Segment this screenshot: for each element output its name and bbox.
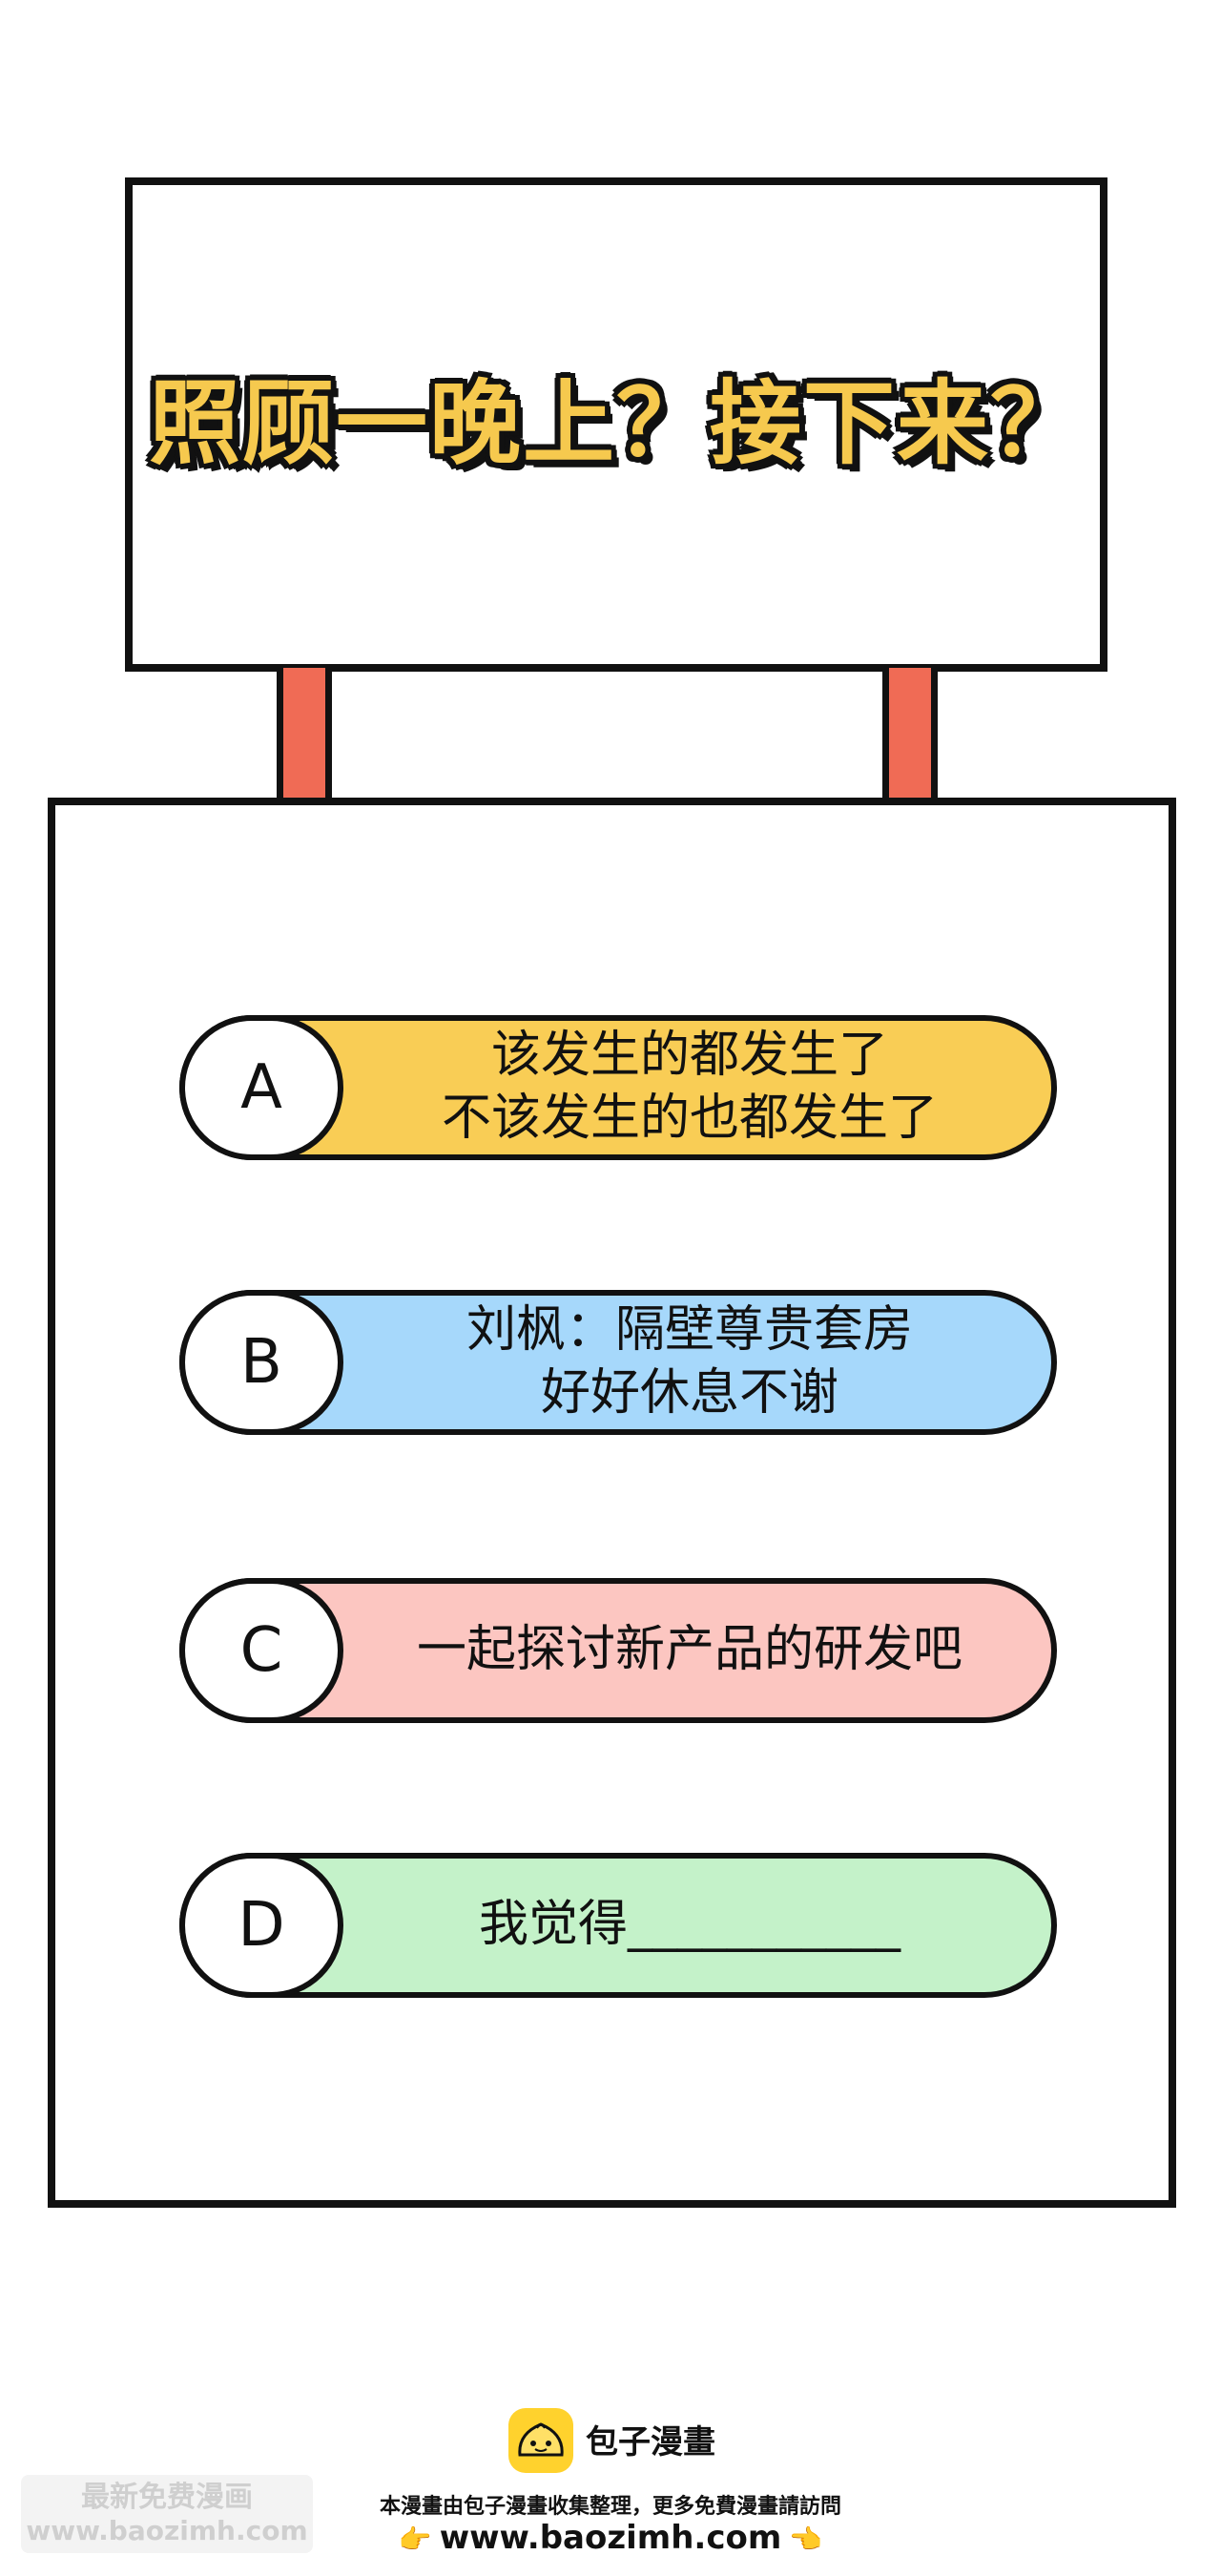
sign-post-left xyxy=(277,668,332,803)
footer-url[interactable]: www.baozimh.com xyxy=(439,2519,782,2557)
option-b-line-2: 好好休息不谢 xyxy=(540,1364,838,1422)
option-c-text: 一起探讨新产品的研发吧 xyxy=(366,1584,1013,1717)
question-panel: A 该发生的都发生了 不该发生的也都发生了 B 刘枫：隔壁尊贵套房 好好休息不谢… xyxy=(48,798,1176,2208)
pointing-right-hand-icon: 👉 xyxy=(398,2524,432,2555)
option-d-line-1: 我觉得___________ xyxy=(478,1896,900,1954)
option-b[interactable]: B 刘枫：隔壁尊贵套房 好好休息不谢 xyxy=(179,1290,1057,1435)
sign-post-right xyxy=(882,668,938,803)
sign-title: 照顾一晚上？接下来？ xyxy=(149,369,1084,477)
footer-url-row[interactable]: 👉www.baozimh.com👈 xyxy=(0,2519,1221,2557)
footer-brand: 包子漫畫 xyxy=(586,2423,715,2462)
footer-notice: 本漫畫由包子漫畫收集整理，更多免費漫畫請訪問 xyxy=(379,2495,841,2519)
option-c-letter: C xyxy=(179,1578,343,1723)
option-a-line-1: 该发生的都发生了 xyxy=(490,1027,888,1085)
option-c[interactable]: C 一起探讨新产品的研发吧 xyxy=(179,1578,1057,1723)
bun-logo-icon xyxy=(508,2408,573,2473)
option-a-line-2: 不该发生的也都发生了 xyxy=(441,1090,938,1147)
pointing-left-hand-icon: 👈 xyxy=(789,2524,823,2555)
option-b-text: 刘枫：隔壁尊贵套房 好好休息不谢 xyxy=(366,1296,1013,1429)
option-d[interactable]: D 我觉得___________ xyxy=(179,1853,1057,1998)
option-d-letter: D xyxy=(179,1853,343,1998)
watermark: 最新免费漫画 www.baozimh.com xyxy=(21,2475,313,2553)
option-b-letter: B xyxy=(179,1290,343,1435)
option-a-letter: A xyxy=(179,1015,343,1160)
option-a[interactable]: A 该发生的都发生了 不该发生的也都发生了 xyxy=(179,1015,1057,1160)
sign-board: 照顾一晚上？接下来？ xyxy=(125,177,1107,672)
option-c-line-1: 一起探讨新产品的研发吧 xyxy=(416,1621,962,1679)
watermark-line-1: 最新免费漫画 xyxy=(81,2481,253,2515)
watermark-line-2: www.baozimh.com xyxy=(26,2515,308,2547)
option-d-text: 我觉得___________ xyxy=(366,1859,1013,1992)
option-a-text: 该发生的都发生了 不该发生的也都发生了 xyxy=(366,1021,1013,1154)
option-b-line-1: 刘枫：隔壁尊贵套房 xyxy=(466,1301,913,1360)
